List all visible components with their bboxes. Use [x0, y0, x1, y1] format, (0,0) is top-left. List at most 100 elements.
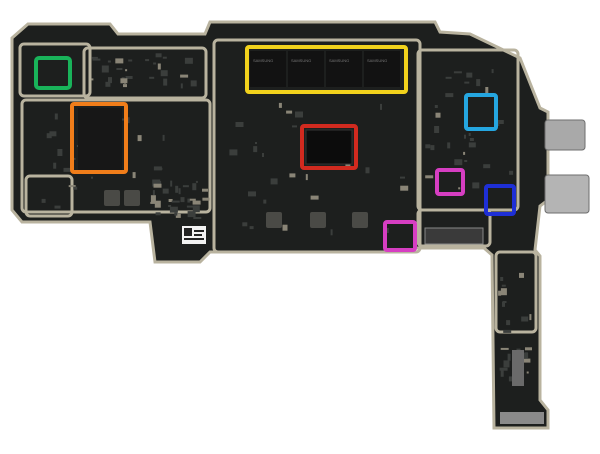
smd-component: [193, 217, 202, 219]
smd-component: [155, 212, 161, 216]
smd-component: [128, 59, 133, 62]
smd-component: [168, 199, 173, 202]
smd-component: [463, 151, 466, 155]
smd-component: [162, 56, 167, 59]
inductor: [266, 212, 282, 228]
smd-component: [525, 347, 532, 351]
smd-component: [153, 62, 157, 65]
smd-component: [186, 205, 195, 208]
magenta-highlight-box-upper: [435, 168, 465, 196]
smd-component: [180, 197, 185, 203]
smd-component: [507, 353, 511, 361]
smd-component: [152, 179, 161, 187]
inductor: [124, 190, 140, 206]
smd-component: [425, 175, 434, 179]
memory-chips: SAMSUNG SAMSUNG SAMSUNG SAMSUNG: [250, 51, 400, 87]
smd-component: [154, 200, 161, 208]
inductor: [310, 212, 326, 228]
smd-component: [137, 135, 142, 142]
smd-component: [253, 146, 258, 153]
smd-component: [101, 65, 109, 73]
memory-chip: [288, 51, 324, 87]
smd-component: [310, 195, 319, 200]
smd-component: [262, 153, 264, 157]
smd-component: [508, 376, 513, 382]
smd-component: [235, 122, 244, 127]
smd-component: [170, 180, 173, 187]
memory-chip-marking: SAMSUNG: [329, 58, 349, 63]
smd-component: [157, 63, 161, 70]
smd-component: [107, 60, 111, 63]
flash-chip: [78, 108, 122, 170]
smd-component: [289, 173, 296, 178]
smd-component: [116, 68, 123, 70]
smd-component: [278, 102, 282, 108]
smd-component: [105, 81, 111, 87]
smd-component: [184, 57, 193, 64]
smd-component: [92, 58, 101, 61]
shield-frames: [18, 38, 538, 334]
smd-component: [498, 290, 502, 296]
smd-component: [286, 110, 293, 114]
smd-component: [73, 186, 78, 190]
lightblue-highlight-box: [464, 93, 498, 131]
smd-component: [49, 131, 57, 137]
smd-component: [476, 79, 481, 87]
smd-component: [57, 149, 63, 156]
smd-component: [330, 229, 333, 236]
memory-highlight-box: [245, 45, 408, 94]
smd-component: [150, 201, 157, 204]
smd-component: [464, 81, 470, 84]
smd-component: [153, 166, 162, 171]
smd-component: [91, 56, 98, 59]
smd-component: [192, 183, 197, 191]
smd-component: [174, 212, 178, 216]
smd-component: [242, 222, 248, 227]
smd-component: [458, 187, 461, 190]
smd-component: [500, 288, 507, 296]
smd-component: [503, 360, 510, 368]
shield-frame: [18, 42, 92, 98]
smd-component: [182, 185, 189, 188]
smd-component: [509, 170, 514, 175]
smd-component: [464, 160, 468, 162]
smd-component: [499, 367, 508, 371]
smd-component: [400, 185, 409, 191]
smd-component: [121, 118, 125, 121]
smd-component: [500, 277, 504, 281]
smd-component: [466, 72, 473, 78]
smd-component: [445, 76, 452, 79]
smd-component: [500, 347, 509, 350]
smd-component: [468, 142, 476, 148]
darkblue-highlight-box: [484, 184, 516, 216]
smd-component: [54, 113, 58, 120]
ribbon-connector: [512, 350, 524, 386]
inductor: [104, 190, 120, 206]
shield-frame: [494, 250, 538, 334]
smd-component: [305, 174, 308, 181]
smd-component: [187, 211, 196, 218]
smd-component: [430, 145, 435, 151]
smd-component: [263, 199, 267, 204]
memory-chip-marking: SAMSUNG: [367, 58, 387, 63]
smd-component: [472, 182, 480, 189]
smd-component: [292, 125, 297, 128]
smd-component: [502, 301, 507, 303]
smd-component: [526, 371, 529, 374]
smd-component: [434, 126, 440, 133]
usb-a-port: [544, 174, 590, 214]
usb-c-port: [544, 119, 586, 151]
smd-component: [123, 84, 127, 88]
smd-component: [46, 133, 52, 139]
smd-component: [115, 58, 124, 64]
smd-component: [255, 142, 257, 144]
smd-component: [180, 74, 189, 78]
smd-component: [502, 301, 505, 307]
smd-component: [145, 59, 150, 62]
smd-component: [469, 138, 474, 141]
smd-component: [295, 111, 303, 118]
smd-component: [54, 205, 61, 209]
smd-component: [187, 198, 191, 203]
smd-component: [434, 105, 438, 108]
